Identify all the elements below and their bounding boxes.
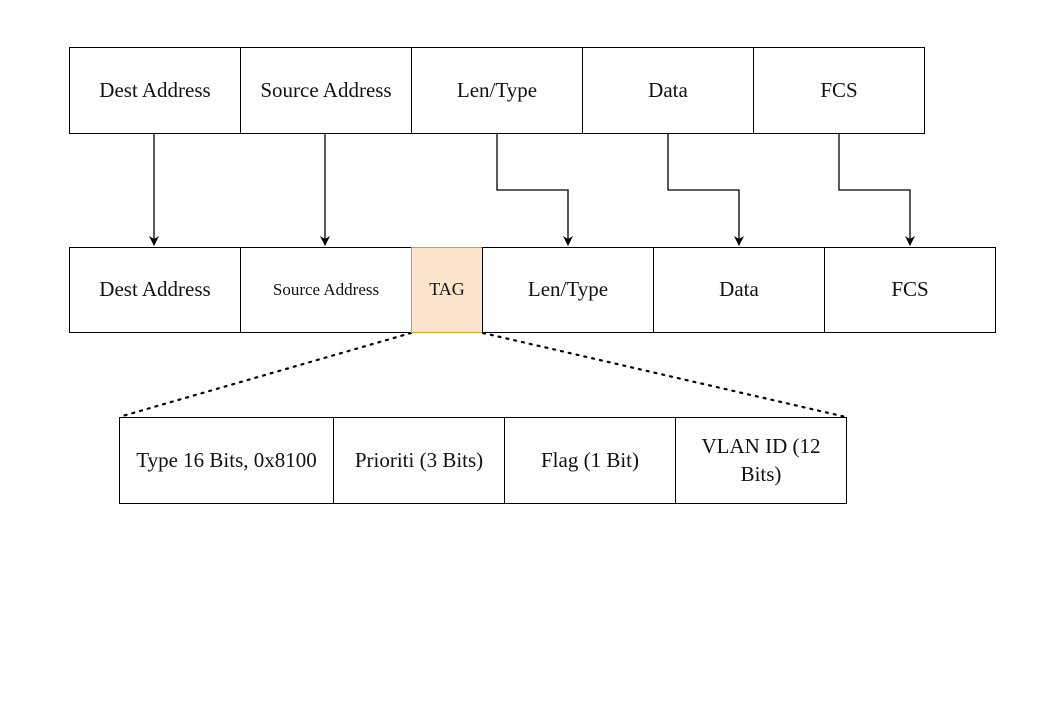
original-data: Data (582, 47, 754, 134)
field-label: Dest Address (99, 77, 211, 102)
original-len-type: Len/Type (411, 47, 583, 134)
arrow-data (667, 133, 744, 246)
field-label: Data (719, 277, 759, 302)
tagged-data: Data (653, 247, 825, 333)
field-label: Len/Type (527, 277, 609, 302)
tagged-source-address: Source Address (240, 247, 412, 333)
field-label: Source Address (260, 77, 392, 102)
arrow-fcs (838, 133, 915, 246)
field-label: FCS (891, 277, 929, 302)
original-source-address: Source Address (240, 47, 412, 134)
field-label: Type 16 Bits, 0x8100 (136, 447, 317, 472)
tag-flag-field: Flag (1 Bit) (504, 417, 676, 504)
field-label: Prioriti (3 Bits) (354, 447, 484, 472)
field-label: Len/Type (456, 77, 538, 102)
original-dest-address: Dest Address (69, 47, 241, 134)
tag-expansion-line-right (481, 331, 848, 419)
field-label: Data (648, 77, 688, 102)
field-label: FCS (820, 77, 858, 102)
field-label: Source Address (272, 279, 380, 299)
field-label: Dest Address (99, 277, 211, 302)
arrow-lentype (496, 133, 573, 246)
tagged-fcs: FCS (824, 247, 996, 333)
tag-vlan-id-field: VLAN ID (12 Bits) (675, 417, 847, 504)
tagged-len-type: Len/Type (482, 247, 654, 333)
field-label: TAG (429, 279, 465, 300)
field-label: VLAN ID (12 Bits) (701, 434, 821, 486)
original-fcs: FCS (753, 47, 925, 134)
tagged-tag: TAG (411, 247, 483, 333)
tag-expansion-line-left (117, 331, 413, 419)
tag-priority-field: Prioriti (3 Bits) (333, 417, 505, 504)
tag-type-field: Type 16 Bits, 0x8100 (119, 417, 334, 504)
tagged-dest-address: Dest Address (69, 247, 241, 333)
field-label: Flag (1 Bit) (541, 447, 639, 472)
